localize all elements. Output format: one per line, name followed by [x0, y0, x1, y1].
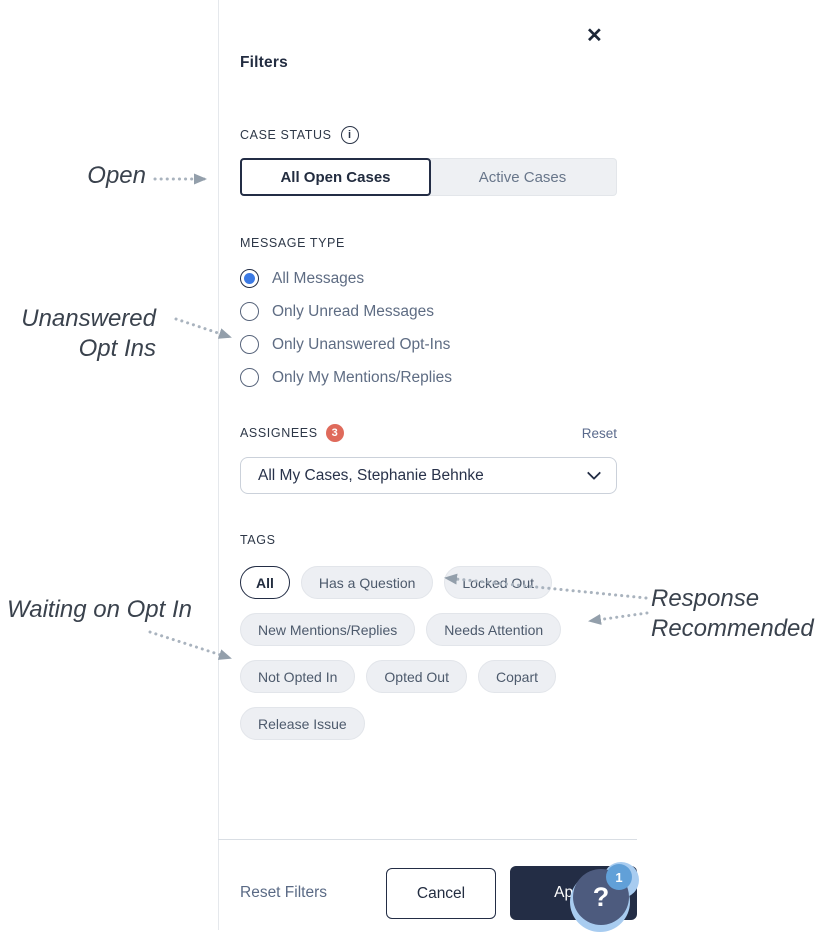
radio-label: All Messages [272, 269, 365, 287]
cancel-button[interactable]: Cancel [386, 868, 496, 919]
annotation-unanswered-opt-ins: Unanswered Opt Ins [0, 304, 156, 364]
assignees-header: ASSIGNEES 3 Reset [240, 423, 617, 443]
tag-locked-out[interactable]: Locked Out [444, 566, 552, 599]
tag-release-issue[interactable]: Release Issue [240, 707, 365, 740]
radio-unselected-icon [240, 302, 259, 321]
tag-new-mentions-replies[interactable]: New Mentions/Replies [240, 613, 416, 646]
tags-label: TAGS [240, 533, 276, 547]
message-type-label: MESSAGE TYPE [240, 236, 345, 250]
close-icon: ✕ [586, 25, 603, 47]
message-type-radio-group: All Messages Only Unread Messages Only U… [240, 262, 617, 394]
case-status-segmented-control: All Open Cases Active Cases [240, 158, 617, 196]
radio-selected-icon [240, 269, 259, 288]
question-mark-icon: ? [592, 881, 610, 912]
radio-unselected-icon [240, 335, 259, 354]
close-button[interactable]: ✕ [586, 26, 603, 46]
assignees-count-badge: 3 [325, 424, 344, 442]
info-icon[interactable]: i [340, 126, 359, 144]
help-notification-badge[interactable]: 1 [606, 864, 632, 890]
tag-opted-out[interactable]: Opted Out [366, 660, 467, 693]
tags-header: TAGS [240, 531, 617, 549]
tag-all[interactable]: All [240, 566, 290, 599]
filters-panel: Filters CASE STATUS i All Open Cases Act… [240, 0, 617, 740]
annotation-response-recommended: Response Recommended [651, 584, 826, 644]
radio-label: Only My Mentions/Replies [272, 368, 453, 386]
radio-option-all-messages[interactable]: All Messages [240, 262, 617, 295]
panel-left-border [218, 0, 219, 930]
panel-title: Filters [240, 54, 288, 71]
annotation-waiting-on-opt-in: Waiting on Opt In [7, 596, 192, 623]
annotation-open: Open [87, 162, 146, 189]
annotation-line: Response [651, 585, 760, 612]
reset-filters-link[interactable]: Reset Filters [240, 884, 327, 901]
assignees-label: ASSIGNEES [240, 426, 318, 440]
radio-label: Only Unanswered Opt-Ins [272, 335, 451, 353]
tag-list: All Has a Question Locked Out New Mentio… [240, 566, 617, 740]
tag-not-opted-in[interactable]: Not Opted In [240, 660, 356, 693]
tag-copart[interactable]: Copart [477, 660, 557, 693]
annotation-line: Unanswered [21, 305, 156, 332]
case-status-label: CASE STATUS [240, 128, 332, 142]
radio-option-only-my-mentions-replies[interactable]: Only My Mentions/Replies [240, 361, 617, 394]
footer-divider [218, 839, 637, 840]
arrow-unanswered-opt-ins [174, 317, 232, 339]
assignees-dropdown[interactable]: All My Cases, Stephanie Behnke [240, 457, 617, 494]
info-icon-glyph: i [348, 129, 352, 141]
annotation-line: Recommended [651, 615, 814, 642]
assignees-dropdown-value: All My Cases, Stephanie Behnke [258, 466, 484, 484]
chevron-down-icon [586, 465, 602, 481]
radio-label: Only Unread Messages [272, 302, 434, 320]
annotation-line: Opt Ins [78, 335, 156, 362]
case-status-header: CASE STATUS i [240, 126, 617, 144]
message-type-header: MESSAGE TYPE [240, 234, 617, 252]
radio-option-only-unanswered-opt-ins[interactable]: Only Unanswered Opt-Ins [240, 328, 617, 361]
segment-all-open-cases[interactable]: All Open Cases [240, 158, 431, 196]
radio-unselected-icon [240, 368, 259, 387]
tag-has-a-question[interactable]: Has a Question [300, 566, 434, 599]
radio-option-only-unread-messages[interactable]: Only Unread Messages [240, 295, 617, 328]
tag-needs-attention[interactable]: Needs Attention [426, 613, 562, 646]
assignees-reset-link[interactable]: Reset [581, 425, 617, 441]
segment-active-cases[interactable]: Active Cases [429, 158, 617, 196]
